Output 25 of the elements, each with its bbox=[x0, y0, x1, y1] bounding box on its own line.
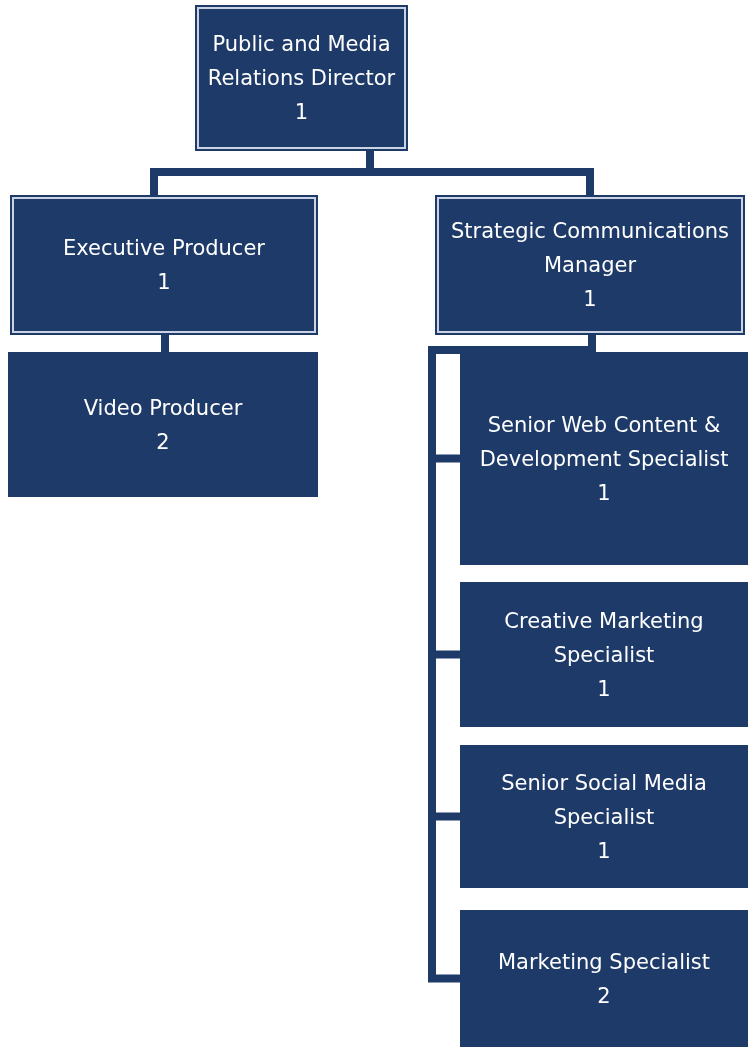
role-box bbox=[460, 745, 748, 888]
role-box bbox=[460, 910, 748, 1047]
role-title: Senior Social Media Specialist bbox=[500, 769, 708, 831]
headcount: 1 bbox=[597, 479, 611, 507]
role-title: Public and Media Relations Director bbox=[206, 31, 397, 92]
headcount: 2 bbox=[597, 982, 611, 1010]
headcount: 1 bbox=[597, 837, 611, 865]
headcount: 2 bbox=[156, 428, 170, 456]
role-box bbox=[460, 352, 748, 565]
role-title: Creative Marketing Specialist bbox=[503, 607, 705, 669]
role-title: Executive Producer bbox=[63, 235, 265, 262]
role-title: Strategic Communications Manager bbox=[449, 218, 731, 279]
role-title: Marketing Specialist bbox=[498, 948, 710, 976]
headcount: 1 bbox=[294, 99, 309, 126]
connector-line bbox=[161, 335, 169, 352]
role-title: Senior Web Content & Development Specialist bbox=[478, 411, 730, 473]
role-box bbox=[435, 195, 745, 335]
headcount: 1 bbox=[597, 675, 611, 703]
role-box bbox=[8, 352, 318, 497]
headcount: 1 bbox=[583, 286, 597, 313]
role-box bbox=[460, 582, 748, 727]
role-title: Video Producer bbox=[83, 394, 243, 422]
headcount: 1 bbox=[157, 269, 171, 296]
role-box bbox=[195, 5, 408, 151]
role-box bbox=[10, 195, 318, 335]
